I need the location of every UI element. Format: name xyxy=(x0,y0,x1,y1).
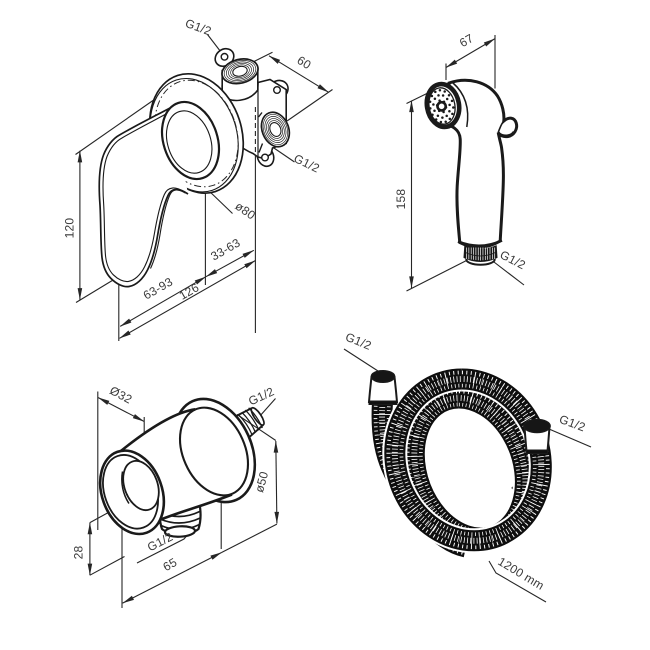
hand-shower-drawing: 67 158 G1/2 xyxy=(394,31,528,292)
dim-label: ø50 xyxy=(252,470,271,494)
dim-label: 120 xyxy=(63,218,77,239)
spray-center-nozzle xyxy=(436,100,447,112)
sprayer-body xyxy=(447,78,519,249)
dimension-line xyxy=(97,397,145,422)
hose-nut-right xyxy=(523,418,551,454)
side-port xyxy=(260,111,291,148)
dimension-line xyxy=(268,55,329,93)
spray-head xyxy=(424,81,462,130)
top-port xyxy=(221,58,259,85)
dim-label: Ø32 xyxy=(107,383,134,406)
dim-label: 158 xyxy=(394,189,408,210)
dim-label: 63-93 xyxy=(141,274,176,302)
holder-cup xyxy=(98,449,166,536)
dim-label: 126 xyxy=(177,280,202,302)
dimension-line xyxy=(445,38,496,68)
dimension-line xyxy=(273,440,280,524)
dimension-line xyxy=(122,551,223,604)
dim-label: G1/2 xyxy=(557,412,587,434)
handle-dome xyxy=(160,100,221,181)
dim-label: 65 xyxy=(161,555,180,574)
concealed-mixer-drawing: 120 G1/2 60 G1/2 ø80 63-93 33-63 126 xyxy=(63,16,333,341)
dim-label: G1/2 xyxy=(183,16,213,38)
dim-label: G1/2 xyxy=(246,384,276,408)
hose-coil xyxy=(369,366,554,560)
dim-label: 67 xyxy=(457,31,476,50)
dim-label: ø80 xyxy=(233,199,259,223)
dim-label: G1/2 xyxy=(343,330,373,353)
shower-hose-drawing: G1/2 G1/2 1200 mm xyxy=(343,330,592,603)
dim-label: 60 xyxy=(295,53,314,72)
dimension-line xyxy=(119,260,256,339)
dim-label: 28 xyxy=(72,546,86,560)
hose-nut-left xyxy=(367,370,399,405)
dim-label: G1/2 xyxy=(292,151,322,175)
hose-connector xyxy=(457,239,503,266)
wall-elbow-drawing: Ø32 G1/2 ø50 28 G1/2 65 xyxy=(72,383,280,608)
